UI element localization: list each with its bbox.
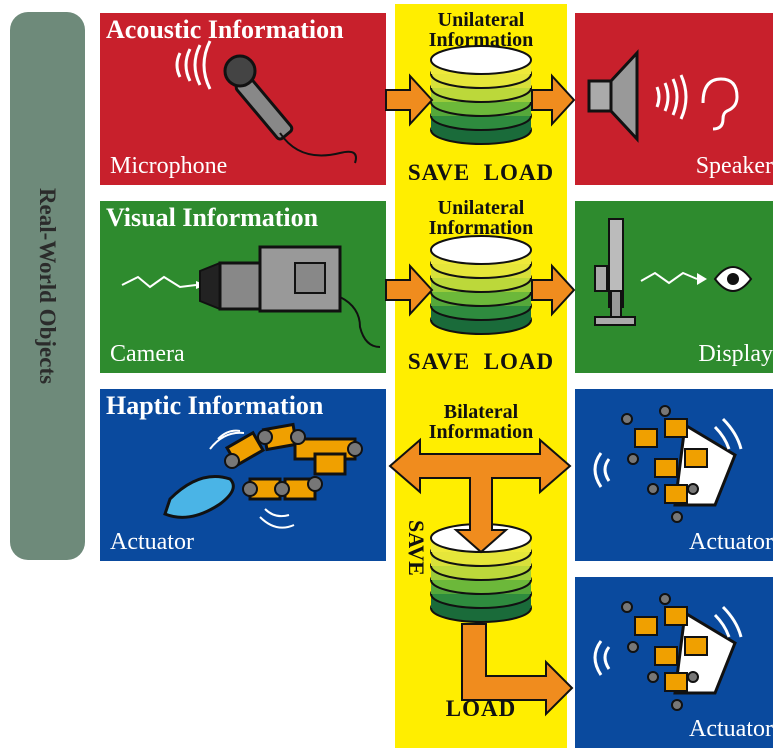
save-label-3: SAVE (404, 520, 429, 576)
microphone-label: Microphone (110, 153, 228, 179)
acoustic-title: Acoustic Information (106, 15, 344, 44)
video-camera-icon (121, 245, 381, 348)
real-world-objects-bar: Real-World Objects (10, 12, 85, 560)
display-panel: Display (575, 201, 773, 373)
actuator-output-panel-1: Actuator (575, 389, 773, 561)
visual-panel: Visual Information Camera (100, 201, 386, 373)
microphone-icon (175, 40, 357, 164)
load-label-2: LOAD (483, 349, 555, 374)
speaker-panel: Speaker (575, 13, 773, 185)
database-disk-icon (430, 45, 532, 145)
actuator-output-panel-2: Actuator (575, 577, 773, 748)
load-label-1: LOAD (483, 160, 555, 185)
actuator-output-label-1: Actuator (689, 529, 773, 555)
database-disk-icon (430, 235, 532, 335)
ear-icon (701, 77, 739, 131)
save-label-1: SAVE (407, 160, 471, 185)
robot-hand-icon (593, 405, 743, 523)
speaker-label: Speaker (695, 153, 773, 179)
light-ray-icon (640, 271, 698, 285)
actuator-input-label: Actuator (110, 529, 194, 555)
display-label: Display (698, 341, 773, 367)
speaker-icon (587, 49, 739, 143)
haptic-title: Haptic Information (106, 391, 324, 420)
save-load-1: SAVE LOAD (395, 160, 567, 186)
robot-hand-icon (163, 422, 363, 529)
save-label-2: SAVE (407, 349, 471, 374)
camera-label: Camera (110, 341, 185, 367)
haptic-panel: Haptic Information Actuator (100, 389, 386, 561)
monitor-icon (594, 218, 753, 326)
acoustic-panel: Acoustic Information Microphone (100, 13, 386, 185)
actuator-output-label-2: Actuator (689, 716, 773, 742)
visual-title: Visual Information (106, 203, 319, 232)
save-load-2: SAVE LOAD (395, 349, 567, 375)
robot-hand-icon (593, 593, 743, 711)
water-drop-icon (163, 475, 235, 519)
